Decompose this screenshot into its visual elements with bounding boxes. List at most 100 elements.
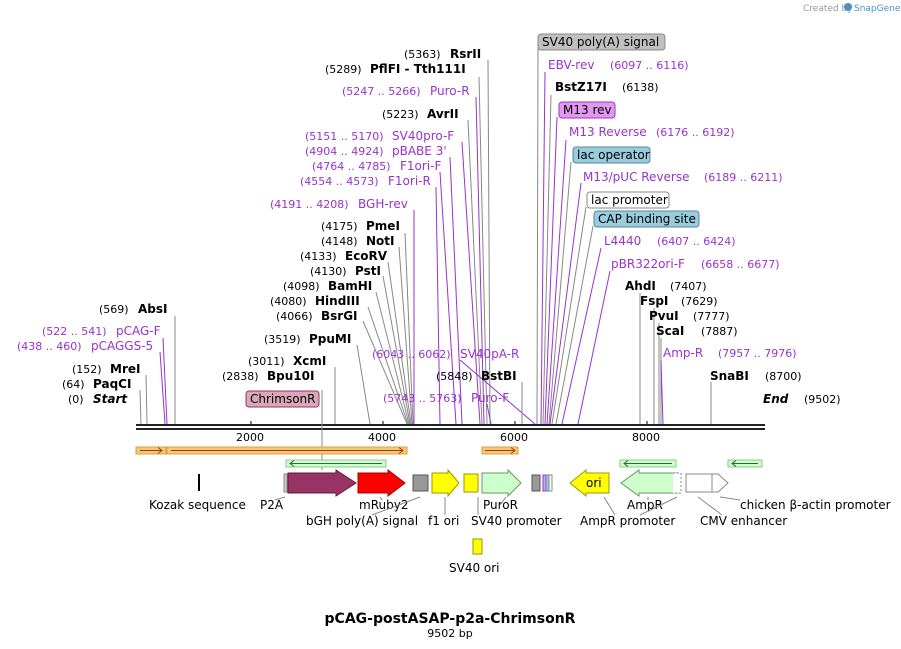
feature-tag-label[interactable]: lac operator — [577, 148, 650, 162]
primer-label[interactable]: M13/pUC Reverse — [583, 170, 690, 184]
primer-label[interactable]: SV40pro-F — [392, 129, 454, 143]
feature-tag-box — [558, 101, 616, 119]
primer-position: (4554 .. 4573) — [300, 175, 379, 188]
primer-position: (6407 .. 6424) — [657, 235, 736, 248]
feature-tag-box — [586, 191, 670, 209]
primer-label[interactable]: M13 Reverse — [569, 125, 647, 139]
sv40-polya-shape[interactable] — [531, 474, 541, 492]
primer-label[interactable]: L4440 — [604, 234, 641, 248]
enzyme-label[interactable]: AvrII — [427, 107, 459, 121]
cmv-enhancer-shape[interactable] — [685, 473, 713, 493]
enzyme-label[interactable]: BsrGI — [321, 309, 358, 323]
primer-label[interactable]: SV40pA-R — [460, 347, 519, 361]
enzyme-label[interactable]: PflFI - Tth111I — [370, 62, 466, 76]
primer-position: (5247 .. 5266) — [342, 85, 421, 98]
enzyme-label[interactable]: PmeI — [366, 219, 400, 233]
tick-label: 4000 — [368, 431, 396, 444]
site-position: (6138) — [622, 81, 659, 94]
enzyme-label[interactable]: MreI — [110, 362, 140, 376]
primer-label[interactable]: Puro-R — [430, 84, 470, 98]
primer-position: (522 .. 541) — [42, 325, 107, 338]
enzyme-label[interactable]: PpuMI — [309, 332, 351, 346]
left-label-stack: (569) AbsI (522 .. 541) pCAG-F (438 .. 4… — [17, 302, 167, 406]
site-position: (5848) — [436, 370, 473, 383]
primer-position: (4191 .. 4208) — [270, 198, 349, 211]
orf-arrow-icon — [140, 447, 163, 454]
enzyme-label[interactable]: BstBI — [481, 369, 517, 383]
primer-label[interactable]: F1ori-F — [400, 159, 441, 173]
plasmid-name: pCAG-postASAP-p2a-ChrimsonR — [325, 611, 576, 627]
feature-tag-box — [572, 146, 651, 164]
enzyme-label[interactable]: PstI — [355, 264, 381, 278]
enzyme-label[interactable]: FspI — [640, 294, 668, 308]
feature-tag-label[interactable]: CAP binding site — [598, 212, 696, 226]
site-position: (152) — [72, 363, 102, 376]
ori-shape[interactable] — [569, 468, 610, 498]
enzyme-label[interactable]: BstZ17I — [555, 80, 607, 94]
orf-arrow-icon — [171, 447, 404, 454]
primer-position: (4764 .. 4785) — [312, 160, 391, 173]
enzyme-label[interactable]: EcoRV — [345, 249, 388, 263]
enzyme-label[interactable]: HindIII — [315, 294, 360, 308]
p2a-shape[interactable] — [283, 473, 288, 493]
enzyme-label[interactable]: BamHI — [328, 279, 372, 293]
enzyme-label[interactable]: PvuI — [649, 309, 679, 323]
site-position: (7407) — [670, 280, 707, 293]
enzyme-label[interactable]: RsrII — [450, 47, 481, 61]
primer-label[interactable]: Puro-F — [471, 391, 509, 405]
primer-label[interactable]: pCAGGS-5 — [91, 339, 153, 353]
mruby2-shape[interactable] — [357, 468, 406, 498]
site-position: (4098) — [283, 280, 320, 293]
tick-label: 8000 — [632, 431, 660, 444]
feature-tag-label[interactable]: ChrimsonR — [250, 392, 315, 406]
enzyme-label[interactable]: PaqCI — [93, 377, 131, 391]
lac-promoter-shape[interactable] — [548, 474, 553, 492]
primer-label[interactable]: Amp-R — [663, 346, 703, 360]
primer-label[interactable]: EBV-rev — [548, 58, 594, 72]
mid-left-label-stack: (3519) PpuMI (3011) XcmI (2838) Bpu10I — [222, 332, 351, 383]
ampr-shape[interactable] — [620, 469, 679, 497]
site-position: (7887) — [701, 325, 738, 338]
primer-label[interactable]: BGH-rev — [358, 197, 408, 211]
orf-track — [135, 446, 763, 468]
primer-position: (6176 .. 6192) — [656, 126, 735, 139]
site-position: (4066) — [276, 310, 313, 323]
primer-position: (5151 .. 5170) — [305, 130, 384, 143]
feature-tag-label[interactable]: lac promoter — [591, 193, 668, 207]
chrimsonr-shape[interactable] — [287, 469, 357, 497]
sv40-promoter-shape[interactable] — [463, 473, 479, 493]
enzyme-label[interactable]: AbsI — [138, 302, 167, 316]
enzyme-label[interactable]: NotI — [366, 234, 395, 248]
right-label-stack: SV40 poly(A) signal EBV-rev (6097 .. 611… — [537, 33, 841, 406]
enzyme-label[interactable]: XcmI — [293, 354, 326, 368]
primer-label[interactable]: pCAG-F — [116, 324, 161, 338]
ampr-promoter-shape[interactable] — [673, 472, 682, 494]
feature-tag-box — [537, 33, 666, 51]
sv40-ori-shape[interactable] — [472, 538, 483, 555]
chicken-actin-promoter-shape[interactable] — [711, 473, 729, 493]
enzyme-label[interactable]: ScaI — [656, 324, 684, 338]
primer-label[interactable]: pBR322ori-F — [611, 257, 685, 271]
site-position: (2838) — [222, 370, 259, 383]
primer-arrow-icon — [623, 460, 672, 467]
primer-position: (6097 .. 6116) — [610, 59, 689, 72]
site-position: (5363) — [404, 48, 441, 61]
feature-tag-label[interactable]: SV40 poly(A) signal — [542, 35, 659, 49]
feature-tag-label[interactable]: M13 rev — [563, 103, 612, 117]
primer-position: (7957 .. 7976) — [718, 347, 797, 360]
site-position: (0) — [68, 393, 84, 406]
enzyme-label[interactable]: Bpu10I — [267, 369, 314, 383]
primer-label[interactable]: F1ori-R — [388, 174, 431, 188]
f1-ori-shape[interactable] — [431, 468, 460, 498]
feature-label: SV40 ori — [449, 561, 500, 575]
primer-label[interactable]: pBABE 3' — [392, 144, 447, 158]
puror-shape[interactable] — [481, 468, 522, 498]
tick-label: 6000 — [500, 431, 528, 444]
lower-center-label-stack: (6043 .. 6062) SV40pA-R (5848) BstBI (57… — [372, 347, 519, 405]
site-position: (64) — [62, 378, 85, 391]
site-position: (8700) — [765, 370, 802, 383]
enzyme-label[interactable]: SnaBI — [710, 369, 749, 383]
bgh-polya-shape[interactable] — [412, 474, 429, 492]
enzyme-label[interactable]: AhdI — [625, 279, 656, 293]
